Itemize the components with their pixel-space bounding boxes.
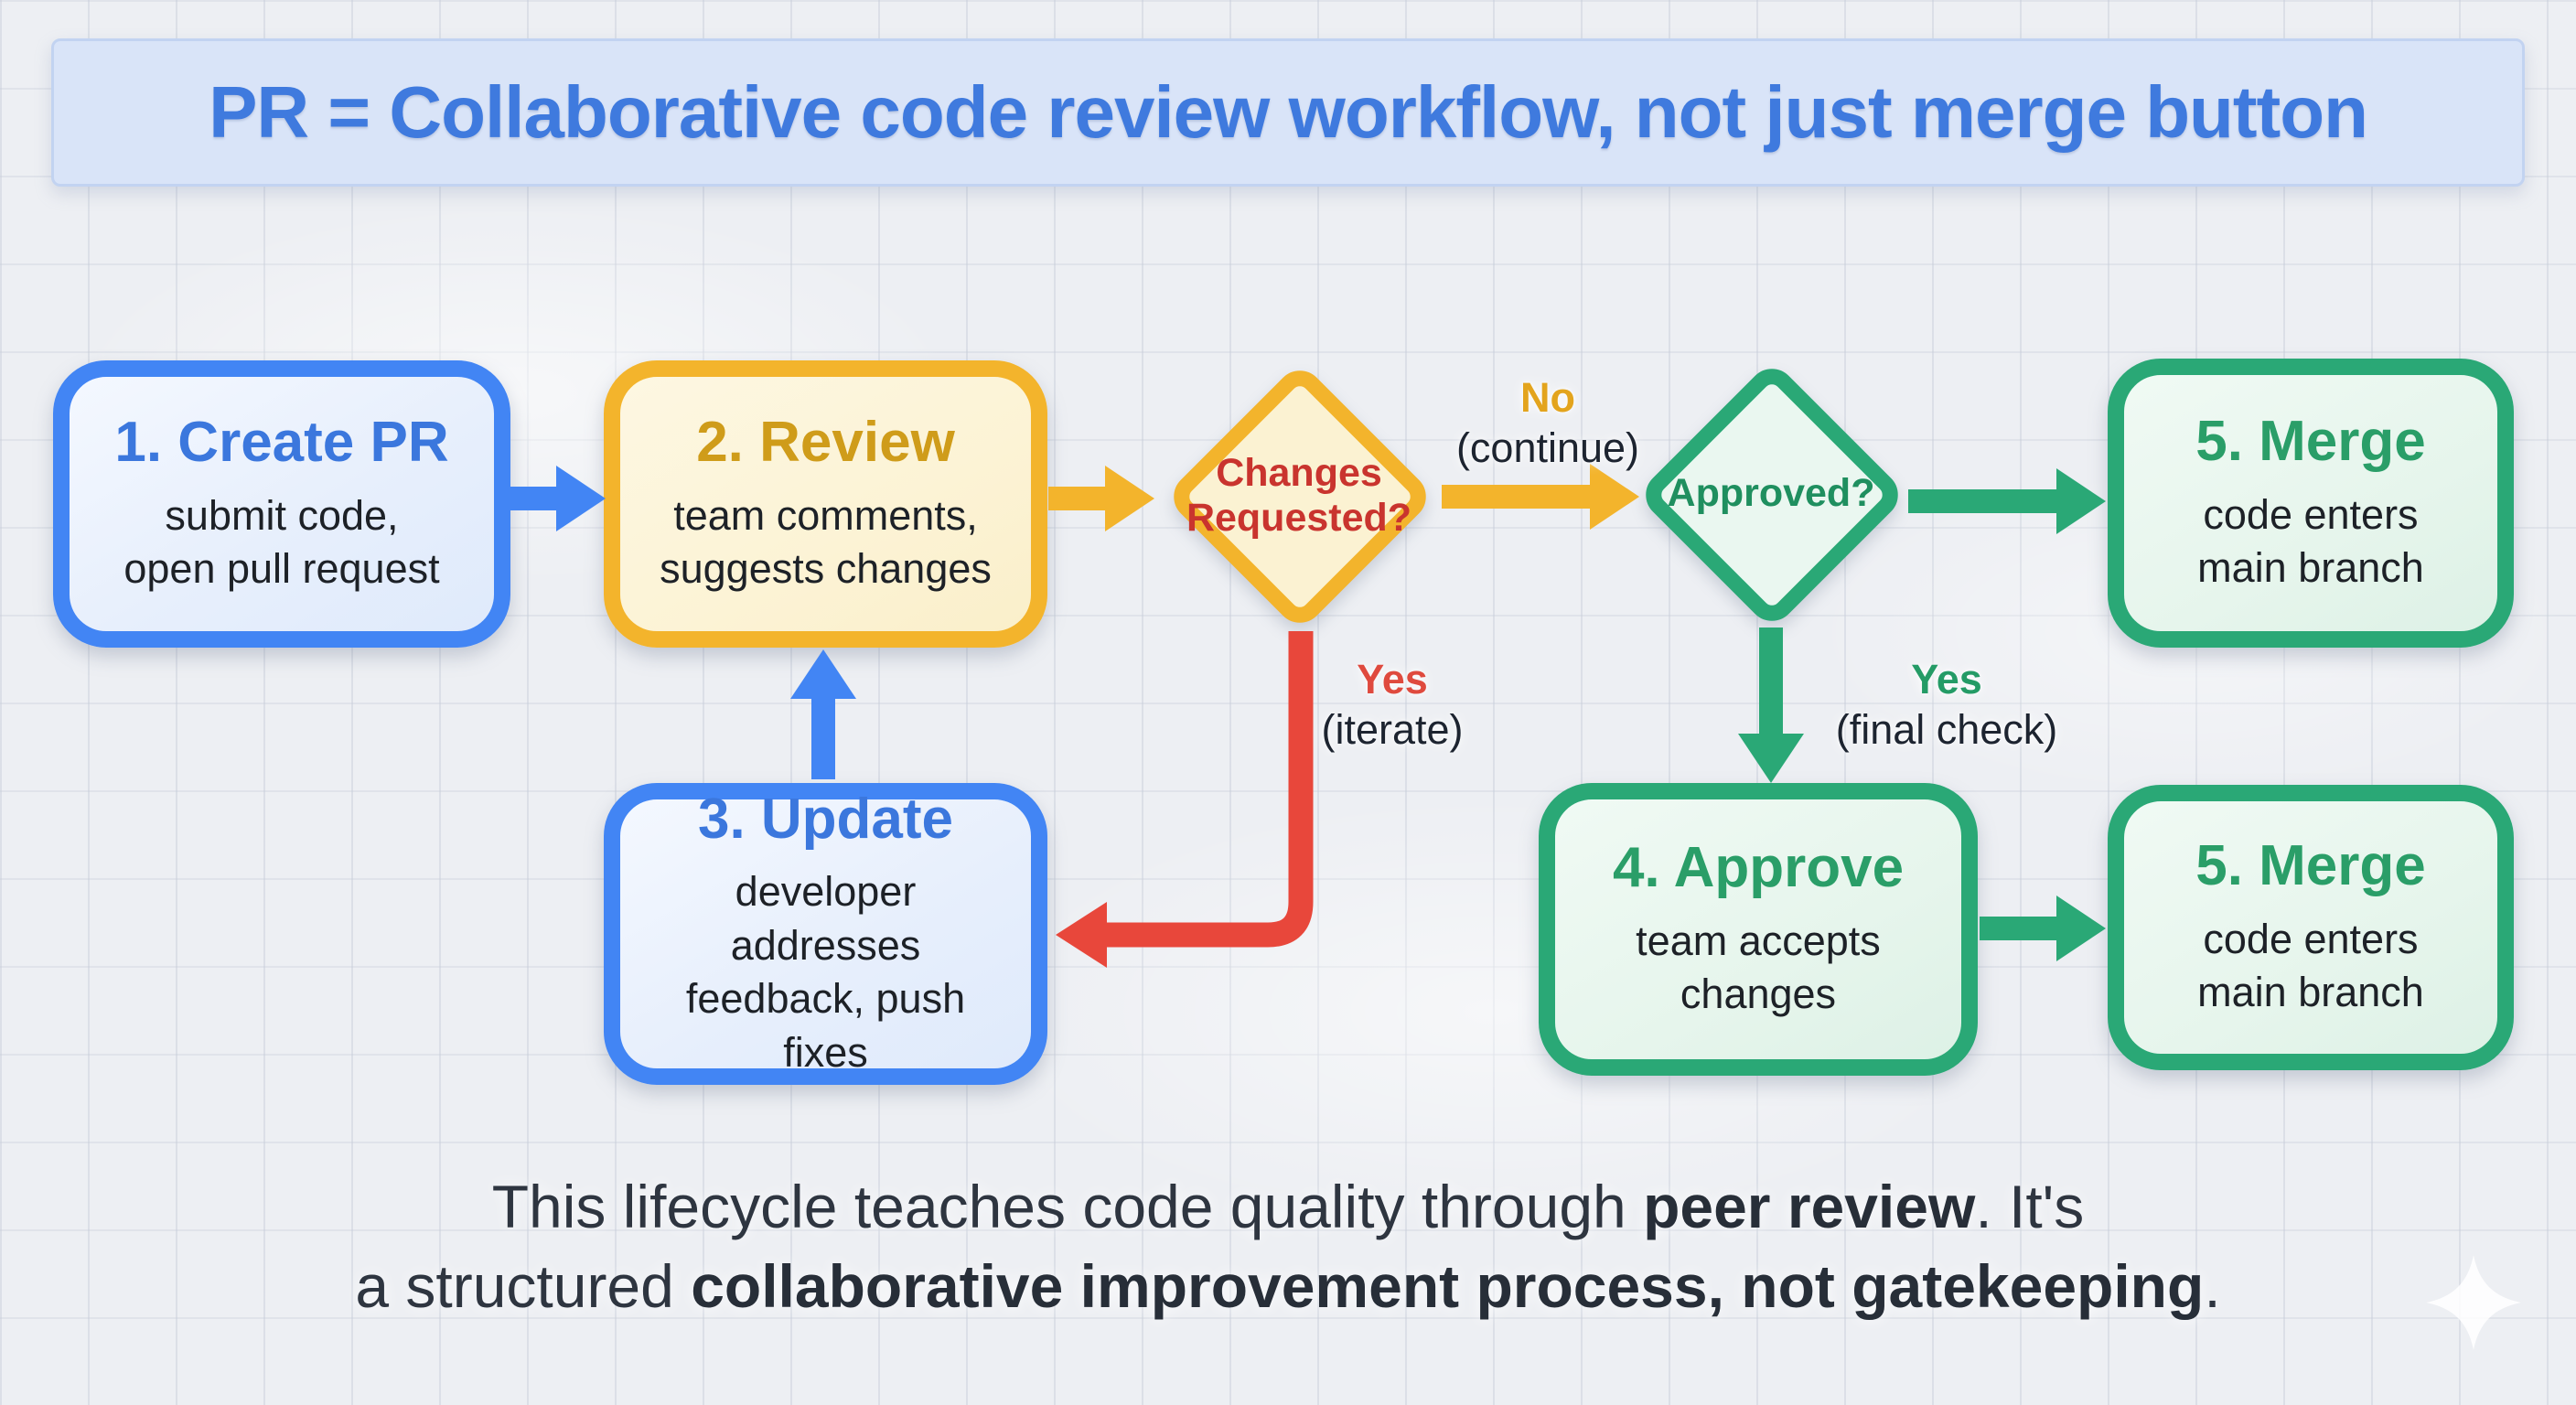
node-merge-bottom: 5. Merge code enters main branch: [2108, 785, 2514, 1070]
caption: This lifecycle teaches code quality thro…: [0, 1167, 2576, 1326]
edge-label-no: No: [1520, 374, 1575, 421]
caption-line-2: a structured collaborative improvement p…: [355, 1252, 2221, 1321]
arrow-update-to-review: [790, 649, 856, 779]
edge-label-yes-iterate: Yes (iterate): [1246, 655, 1539, 756]
node-review: 2. Review team comments, suggests change…: [604, 360, 1047, 648]
node-create-pr-subtitle: submit code, open pull request: [123, 491, 440, 593]
node-merge-top-title: 5. Merge: [2195, 410, 2426, 474]
node-create-pr: 1. Create PR submit code, open pull requ…: [53, 360, 510, 648]
node-approve: 4. Approve team accepts changes: [1539, 783, 1978, 1076]
sparkle-icon: [2426, 1255, 2521, 1350]
arrow-approve-to-merge: [1980, 896, 2106, 961]
node-merge-top-subtitle: code enters main branch: [2197, 490, 2424, 592]
caption-line-1: This lifecycle teaches code quality thro…: [491, 1173, 2085, 1240]
node-review-title: 2. Review: [696, 411, 955, 475]
node-merge-bottom-subtitle: code enters main branch: [2197, 915, 2424, 1016]
node-update-subtitle: developer addresses feedback, push fixes: [685, 868, 966, 1076]
arrow-changes-to-approved: [1442, 464, 1639, 530]
decision-approved-label: Approved?: [1667, 471, 1875, 516]
edge-label-no-continue: No (continue): [1401, 373, 1694, 474]
edge-label-final-check: (final check): [1835, 705, 2058, 753]
arrow-review-to-changes: [1048, 466, 1154, 531]
node-approve-title: 4. Approve: [1612, 836, 1905, 900]
node-update: 3. Update developer addresses feedback, …: [604, 783, 1047, 1085]
arrow-approved-to-merge: [1908, 468, 2106, 534]
node-review-subtitle: team comments, suggests changes: [660, 491, 992, 593]
edge-label-continue: (continue): [1455, 424, 1640, 471]
node-approve-subtitle: team accepts changes: [1636, 917, 1881, 1018]
title-banner: PR = Collaborative code review workflow,…: [51, 38, 2525, 187]
node-merge-top: 5. Merge code enters main branch: [2108, 359, 2514, 648]
arrow-approved-to-approve: [1738, 627, 1804, 783]
edge-label-yes-2: Yes: [1911, 656, 1982, 702]
node-create-pr-title: 1. Create PR: [114, 411, 449, 475]
node-update-title: 3. Update: [697, 787, 954, 851]
page-title: PR = Collaborative code review workflow,…: [209, 71, 2368, 153]
edge-label-yes-1: Yes: [1357, 656, 1428, 702]
decision-changes-requested-label: Changes Requested?: [1186, 450, 1412, 540]
edge-label-iterate: (iterate): [1321, 705, 1464, 753]
arrow-create-to-review: [494, 466, 606, 531]
node-merge-bottom-title: 5. Merge: [2195, 834, 2426, 898]
edge-label-yes-final-check: Yes (final check): [1800, 655, 2093, 756]
